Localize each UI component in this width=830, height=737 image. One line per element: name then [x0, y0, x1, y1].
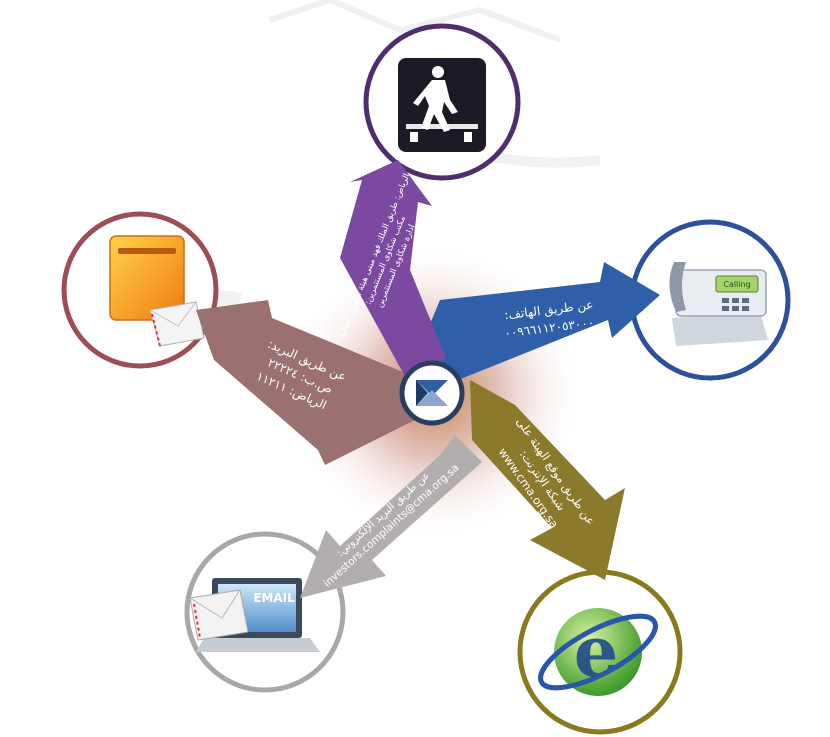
phone-ring: Calling	[629, 219, 791, 381]
telephone-icon: Calling	[669, 262, 768, 346]
cma-logo-icon	[416, 380, 448, 406]
post-arrow	[196, 300, 445, 465]
phone-arrow	[415, 262, 660, 380]
pedestrian-walk-icon	[398, 58, 486, 152]
email-arrow	[300, 435, 482, 598]
mailbox-icon	[109, 235, 205, 347]
email-laptop-icon: EMAIL	[189, 578, 320, 652]
visit-arrow	[340, 160, 446, 382]
visit-ring	[363, 23, 521, 181]
web-ring: e	[517, 569, 683, 735]
email-ring: EMAIL	[184, 531, 346, 693]
hub	[399, 360, 465, 426]
email-screen-text: EMAIL	[253, 591, 295, 605]
web-arrow	[470, 380, 625, 580]
phone-screen-text: Calling	[723, 280, 750, 289]
internet-explorer-icon: e	[538, 608, 658, 696]
post-ring	[61, 211, 219, 369]
